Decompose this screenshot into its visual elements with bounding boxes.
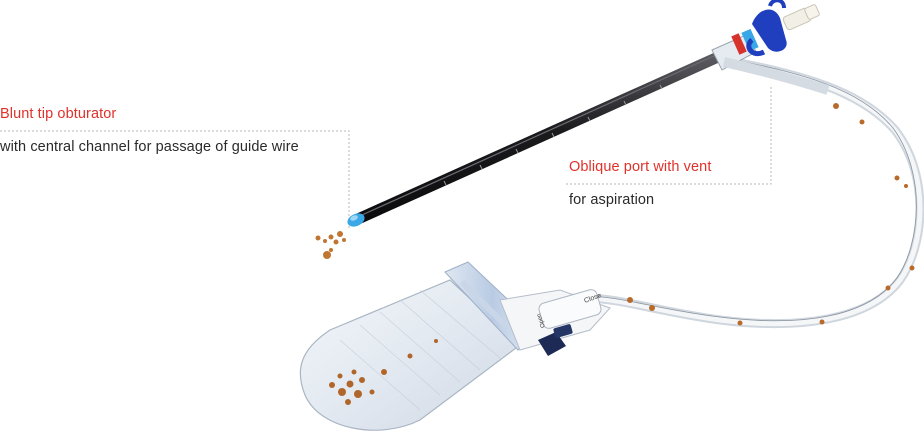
- port-title: Oblique port with vent: [569, 159, 712, 175]
- port-description: for aspiration: [569, 192, 655, 208]
- obturator-title: Blunt tip obturator: [0, 106, 117, 122]
- valve-open-text: Open: [536, 313, 547, 329]
- obturator-shaft: [352, 51, 724, 225]
- hub-oblique-port: [711, 28, 830, 95]
- obturator-description: with central channel for passage of guid…: [0, 139, 299, 155]
- leader-line-port: [566, 86, 772, 185]
- collection-jar: [299, 261, 541, 431]
- valve-fitting: Close Open: [499, 289, 611, 356]
- debris-near-tip: [315, 231, 346, 259]
- blunt-tip: [347, 213, 365, 227]
- debris-in-tube: [549, 103, 915, 326]
- leader-line-obturator: [0, 130, 350, 230]
- cap-handle: [746, 0, 820, 56]
